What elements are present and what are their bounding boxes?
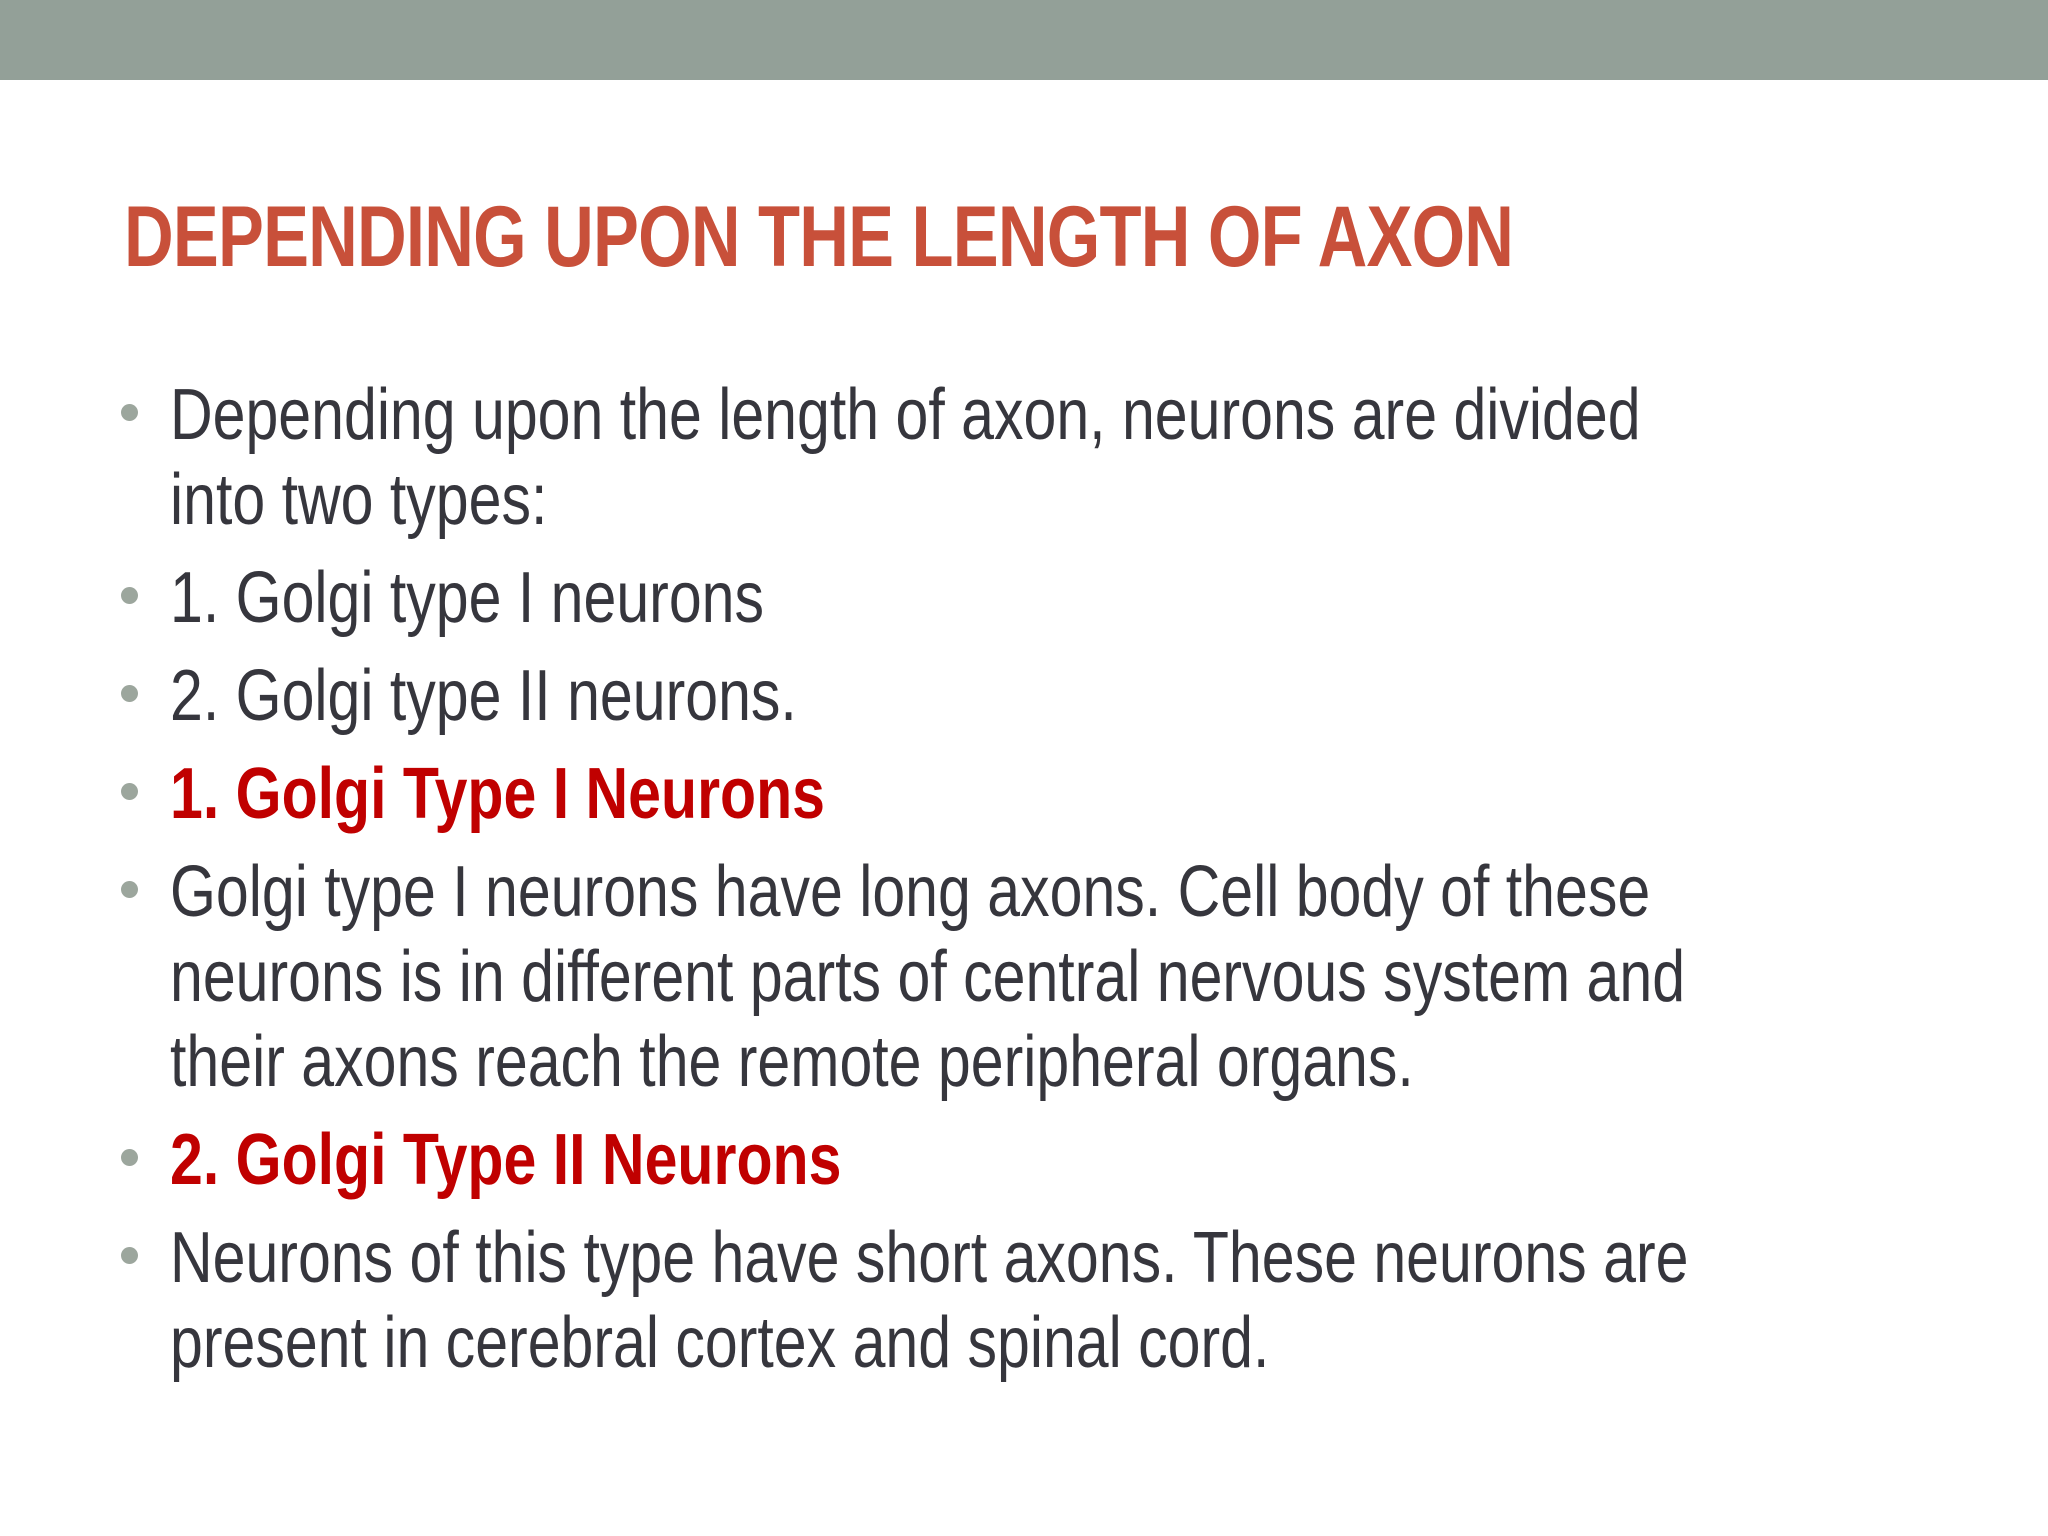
bullet-item: 2. Golgi type II neurons. [121, 654, 2008, 739]
bullet-text: Golgi type I neurons have long axons. Ce… [170, 850, 2008, 1105]
bullet-item-heading: 1. Golgi Type I Neurons [121, 752, 2008, 837]
bullet-item-heading: 2. Golgi Type II Neurons [121, 1118, 2008, 1203]
bullet-line: 2. Golgi Type II Neurons [170, 1120, 842, 1200]
bullet-line: their axons reach the remote peripheral … [170, 1022, 1414, 1102]
bullet-text: 1. Golgi type I neurons [170, 556, 894, 641]
bullet-text: 2. Golgi Type II Neurons [170, 1118, 989, 1203]
bullet-dot-icon [121, 685, 138, 702]
bullet-item: Golgi type I neurons have long axons. Ce… [121, 850, 2008, 1105]
bullet-dot-icon [121, 587, 138, 604]
bullet-line: Neurons of this type have short axons. T… [170, 1218, 1689, 1298]
bullet-dot-icon [121, 881, 138, 898]
bullet-text: 2. Golgi type II neurons. [170, 654, 934, 739]
bullet-line: neurons is in different parts of central… [170, 937, 1686, 1017]
bullet-line: Golgi type I neurons have long axons. Ce… [170, 852, 1651, 932]
bullet-text: Depending upon the length of axon, neuro… [170, 373, 1963, 543]
bullet-dot-icon [121, 783, 138, 800]
bullet-list: Depending upon the length of axon, neuro… [121, 373, 2008, 1386]
bullet-text: 1. Golgi Type I Neurons [170, 752, 969, 837]
bullet-line: present in cerebral cortex and spinal co… [170, 1303, 1270, 1383]
page-title-text: DEPENDING UPON THE LENGTH OF AXON [124, 189, 1514, 285]
bullet-item: Depending upon the length of axon, neuro… [121, 373, 2008, 543]
bullet-dot-icon [121, 1149, 138, 1166]
page-title: DEPENDING UPON THE LENGTH OF AXON [124, 188, 1860, 287]
bullet-line: 2. Golgi type II neurons. [170, 656, 797, 736]
bullet-line: Depending upon the length of axon, neuro… [170, 375, 1641, 455]
bullet-item: Neurons of this type have short axons. T… [121, 1216, 2008, 1386]
bullet-dot-icon [121, 404, 138, 421]
bullet-text: Neurons of this type have short axons. T… [170, 1216, 2008, 1386]
top-bar [0, 0, 2048, 80]
bullet-line: into two types: [170, 460, 548, 540]
bullet-line: 1. Golgi Type I Neurons [170, 754, 826, 834]
bullet-item: 1. Golgi type I neurons [121, 556, 2008, 641]
bullet-dot-icon [121, 1247, 138, 1264]
bullet-line: 1. Golgi type I neurons [170, 558, 765, 638]
